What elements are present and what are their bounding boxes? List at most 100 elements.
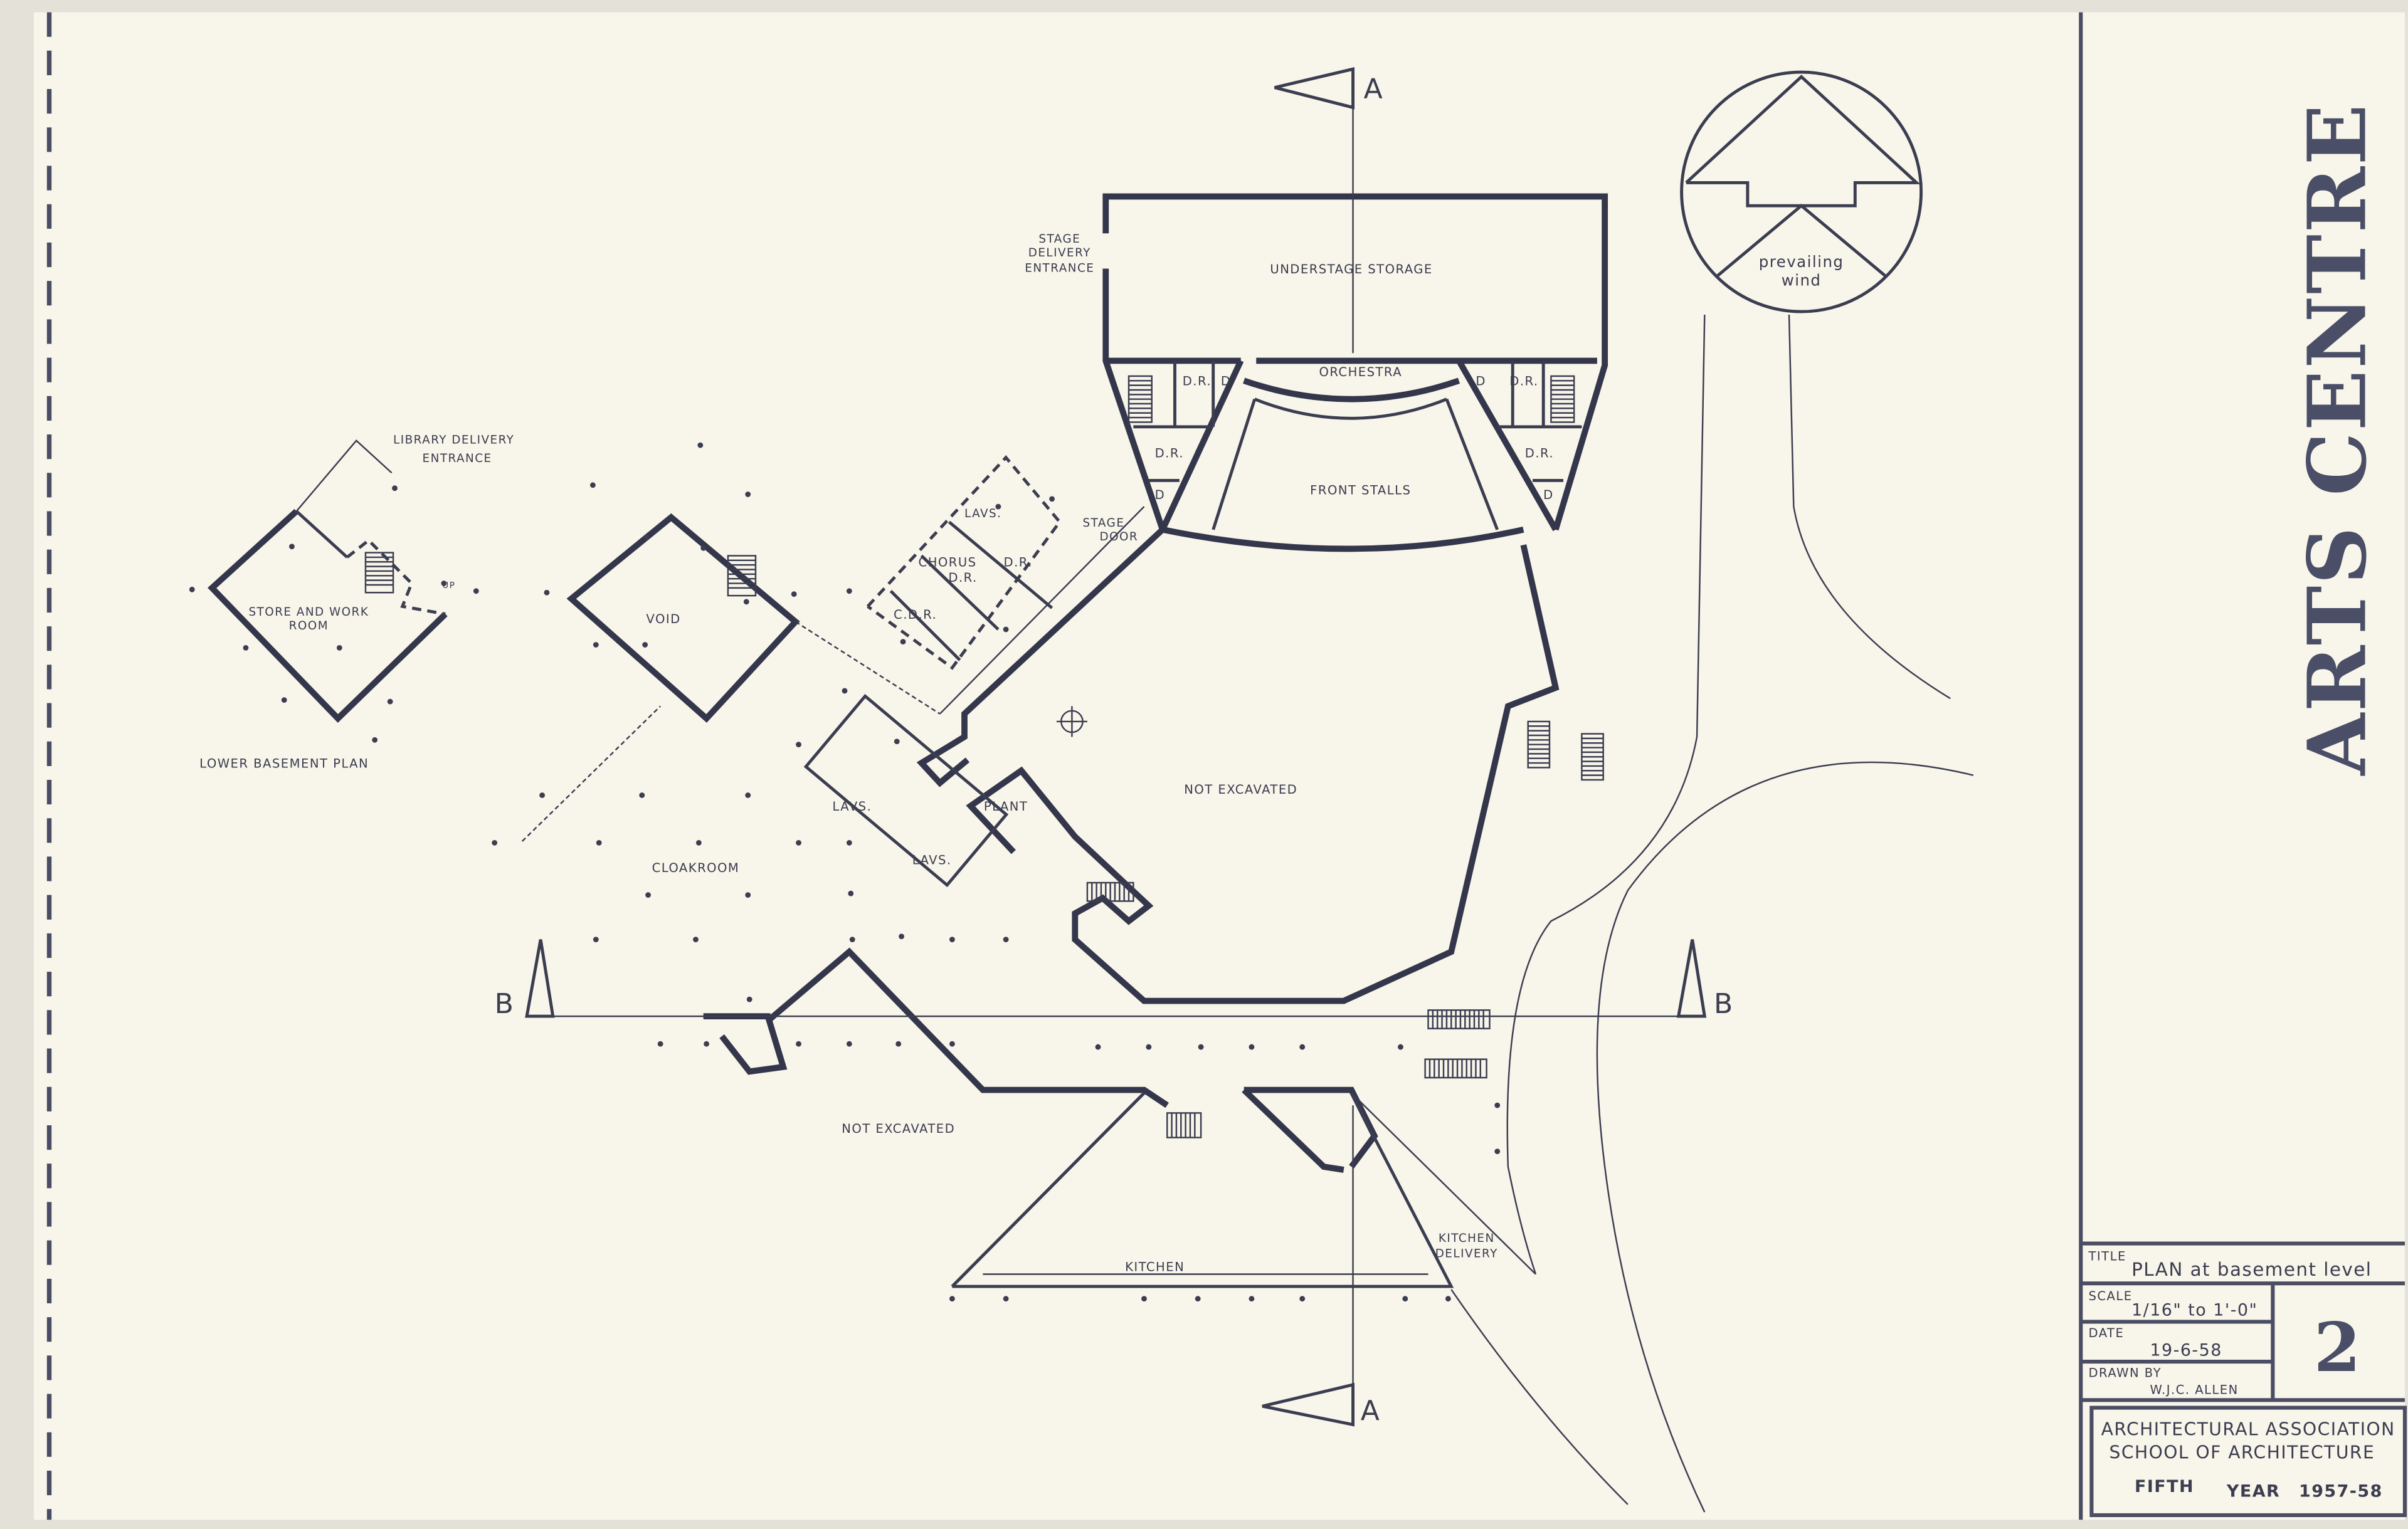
column-dot <box>1141 1296 1147 1302</box>
column-dot <box>899 933 904 940</box>
column-dot <box>1003 1296 1009 1302</box>
column-dot <box>596 839 602 846</box>
title-value: PLAN at basement level <box>2131 1259 2372 1280</box>
stairs <box>364 375 1604 1138</box>
column-dot <box>642 642 648 648</box>
label-d: D <box>1221 374 1232 389</box>
prevailing-wind-compass: prevailing wind <box>1680 70 1923 313</box>
column-dot <box>1299 1044 1306 1050</box>
label-d: D <box>1476 374 1486 389</box>
scale-value: 1/16" to 1'-0" <box>2131 1301 2258 1320</box>
column-dot <box>372 737 378 743</box>
column-dot <box>1146 1044 1152 1050</box>
label-lavs: LAVS. <box>912 853 952 868</box>
label-not-excavated: NOT EXCAVATED <box>842 1122 955 1136</box>
column-dot <box>387 698 393 705</box>
column-dot <box>900 639 906 645</box>
label-library-delivery-2: ENTRANCE <box>423 452 492 465</box>
column-dot <box>995 503 1001 510</box>
void-cloakroom: VOID CLOAKROOM <box>521 513 941 875</box>
compass-label-2: wind <box>1782 271 1822 289</box>
column-dot <box>289 544 295 550</box>
label-dr: D.R. <box>1004 555 1033 570</box>
label-stage-delivery-2: DELIVERY <box>1028 246 1091 260</box>
column-dot <box>796 1041 801 1047</box>
sheet-number: 2 <box>2314 1308 2361 1387</box>
column-dot <box>743 599 749 605</box>
stair <box>364 552 394 594</box>
column-dot <box>1445 1296 1451 1302</box>
stair <box>1427 1009 1491 1029</box>
column-dot <box>645 892 651 898</box>
stage-block: UNDERSTAGE STORAGE STAGE DELIVERY ENTRAN… <box>1025 193 1608 552</box>
column-dot <box>1003 626 1009 633</box>
column-dot <box>473 588 479 594</box>
section-a-bottom: A <box>1361 1395 1381 1427</box>
label-kitchen: KITCHEN <box>1125 1260 1185 1274</box>
label-stage-delivery-3: ENTRANCE <box>1025 261 1094 275</box>
label-dr: D.R. <box>1509 374 1538 389</box>
column-dot <box>849 937 855 943</box>
column-dot <box>1402 1296 1408 1302</box>
column-dot <box>796 839 801 846</box>
label-stage-door-2: DOOR <box>1099 530 1138 544</box>
column-dot <box>1095 1044 1101 1050</box>
date-label: DATE <box>2089 1326 2125 1340</box>
compass-label-1: prevailing <box>1759 253 1844 271</box>
stair <box>1424 1058 1487 1079</box>
title-block: TITLE PLAN at basement level SCALE 1/16"… <box>2081 1241 2407 1518</box>
column-dot <box>949 1041 955 1047</box>
column-dot <box>791 591 797 597</box>
column-dot <box>693 937 699 943</box>
column-dot <box>243 644 249 651</box>
column-dot <box>1398 1044 1403 1050</box>
column-dot <box>895 1041 902 1047</box>
section-a-top: A <box>1364 73 1384 105</box>
column-dot <box>539 792 545 798</box>
column-dot <box>1494 1148 1501 1155</box>
column-dot <box>1198 1044 1204 1050</box>
column-dot <box>1299 1296 1306 1302</box>
column-dot <box>1003 937 1009 943</box>
label-d: D <box>1543 488 1554 502</box>
column-dot <box>745 892 751 898</box>
label-stage-door-1: STAGE <box>1083 517 1125 530</box>
label-dr: D.R. <box>1525 446 1554 461</box>
label-lavs: LAVS. <box>964 507 1001 520</box>
label-cdr: C.D.R. <box>894 607 937 622</box>
label-understage-storage: UNDERSTAGE STORAGE <box>1270 262 1432 276</box>
year-word-year: YEAR <box>2226 1482 2280 1501</box>
label-store-work-1: STORE AND WORK <box>248 606 369 619</box>
column-dot <box>281 697 287 703</box>
scale-label: SCALE <box>2089 1289 2133 1303</box>
column-dot <box>949 1296 955 1302</box>
sheet-title-vertical: ARTS CENTRE <box>2290 103 2384 776</box>
label-front-stalls: FRONT STALLS <box>1310 483 1411 498</box>
drawn-by-value: W.J.C. ALLEN <box>2150 1383 2238 1397</box>
column-dot <box>846 588 852 594</box>
column-dot <box>441 581 447 586</box>
school-line-1: ARCHITECTURAL ASSOCIATION <box>2101 1419 2395 1440</box>
column-dot <box>848 890 854 896</box>
column-dot <box>697 442 704 448</box>
column-dot <box>1195 1296 1201 1302</box>
section-b-right: B <box>1714 988 1734 1020</box>
label-orchestra: ORCHESTRA <box>1319 365 1402 379</box>
label-chorus-dr-2: D.R. <box>948 570 977 585</box>
label-not-excavated: NOT EXCAVATED <box>1184 782 1297 797</box>
column-dot <box>544 589 550 596</box>
column-dot <box>657 1041 663 1047</box>
label-dr: D.R. <box>1155 446 1184 461</box>
date-value: 19-6-58 <box>2150 1340 2222 1360</box>
column-dot <box>746 996 752 1002</box>
column-dot <box>643 534 650 540</box>
column-dot <box>842 688 848 694</box>
column-dot <box>700 545 707 551</box>
title-label: TITLE <box>2088 1249 2126 1263</box>
label-kitchen-delivery-2: DELIVERY <box>1435 1248 1498 1261</box>
column-dot <box>1049 496 1055 502</box>
stair <box>1166 1112 1202 1138</box>
column-dot <box>949 937 955 943</box>
structural-columns <box>189 442 1501 1302</box>
